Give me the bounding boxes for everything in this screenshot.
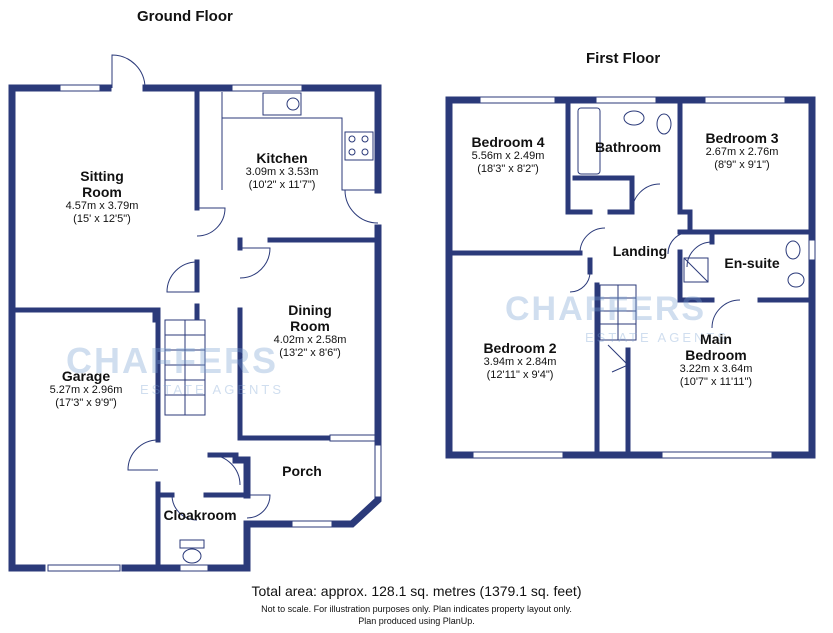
- room-metric: 3.09m x 3.53m: [245, 166, 319, 179]
- room-landing: Landing: [613, 243, 667, 259]
- room-name: Bedroom 3: [705, 130, 779, 146]
- room-name: Kitchen: [256, 150, 308, 166]
- room-name: Cloakroom: [163, 507, 237, 523]
- watermark-tagline-first: ESTATE AGENTS: [585, 330, 729, 345]
- room-metric: 5.56m x 2.49m: [471, 150, 545, 163]
- room-name: Dining: [288, 302, 332, 318]
- watermark-brand-ground: CHAFFERS: [66, 340, 278, 381]
- room-name: Bedroom: [685, 347, 747, 364]
- room-dining-room: Dining Room 4.02m x 2.58m (13'2" x 8'6"): [274, 302, 347, 359]
- room-metric: 3.22m x 3.64m: [679, 363, 753, 376]
- room-imperial: (17'3" x 9'9"): [55, 396, 117, 409]
- stair-wall: [594, 282, 631, 458]
- room-name: Room: [290, 318, 330, 335]
- room-name: Bathroom: [594, 139, 662, 155]
- cloakroom-wall: [155, 481, 250, 571]
- room-porch: Porch: [282, 463, 322, 479]
- watermark-brand-first: CHAFFERS: [505, 290, 707, 328]
- watermark-tagline-ground: ESTATE AGENTS: [140, 382, 284, 397]
- room-cloakroom: Cloakroom: [163, 507, 236, 523]
- kitchen-lower-wall: [237, 237, 381, 251]
- room-metric: 4.57m x 3.79m: [65, 200, 139, 213]
- room-metric: 5.27m x 2.96m: [49, 384, 123, 397]
- first-floor-title: First Floor: [586, 50, 661, 67]
- bathroom-wall: [572, 97, 683, 215]
- room-name: Main: [700, 331, 732, 347]
- bedroom3-wall: [677, 209, 815, 235]
- room-imperial: (12'11" x 9'4"): [486, 368, 554, 381]
- ground-floor-title: Ground Floor: [137, 8, 233, 25]
- room-metric: 3.94m x 2.84m: [483, 356, 557, 369]
- bedroom4-wall: [446, 97, 633, 256]
- room-imperial: (13'2" x 8'6"): [279, 346, 341, 359]
- room-name: Room: [82, 184, 122, 201]
- room-name: Landing: [612, 243, 668, 259]
- room-metric: 2.67m x 2.76m: [705, 146, 779, 159]
- room-imperial: (8'9" x 9'1"): [714, 158, 770, 171]
- room-garage: Garage 5.27m x 2.96m (17'3" x 9'9"): [50, 368, 123, 409]
- room-metric: 4.02m x 2.58m: [273, 334, 347, 347]
- ensuite-wall: [677, 229, 815, 303]
- planup-note: Plan produced using PlanUp.: [358, 616, 475, 626]
- room-main-bedroom: Main Bedroom 3.22m x 3.64m (10'7" x 11'1…: [680, 331, 753, 388]
- disclaimer-note: Not to scale. For illustration purposes …: [261, 604, 572, 614]
- room-imperial: (10'2" x 11'7"): [248, 178, 316, 191]
- room-imperial: (18'3" x 8'2"): [477, 162, 539, 175]
- room-name: Bedroom 4: [471, 134, 545, 150]
- room-en-suite: En-suite: [724, 255, 779, 271]
- room-name: En-suite: [724, 255, 780, 271]
- room-kitchen: Kitchen 3.09m x 3.53m (10'2" x 11'7"): [246, 150, 319, 191]
- room-bedroom-4: Bedroom 4 5.56m x 2.49m (18'3" x 8'2"): [471, 134, 544, 175]
- room-bedroom-3: Bedroom 3 2.67m x 2.76m (8'9" x 9'1"): [705, 130, 778, 171]
- room-sitting-room: Sitting Room 4.57m x 3.79m (15' x 12'5"): [66, 168, 139, 225]
- room-name: Porch: [282, 463, 322, 479]
- ground-mid-wall: [9, 307, 158, 323]
- room-name: Garage: [61, 368, 111, 384]
- room-name: Sitting: [80, 168, 124, 184]
- room-bathroom: Bathroom: [595, 139, 661, 155]
- room-imperial: (15' x 12'5"): [73, 212, 131, 225]
- total-area: Total area: approx. 128.1 sq. metres (13…: [251, 583, 582, 599]
- room-name: Bedroom 2: [483, 340, 557, 356]
- room-imperial: (10'7" x 11'11"): [679, 375, 753, 388]
- room-bedroom-2: Bedroom 2 3.94m x 2.84m (12'11" x 9'4"): [483, 340, 556, 381]
